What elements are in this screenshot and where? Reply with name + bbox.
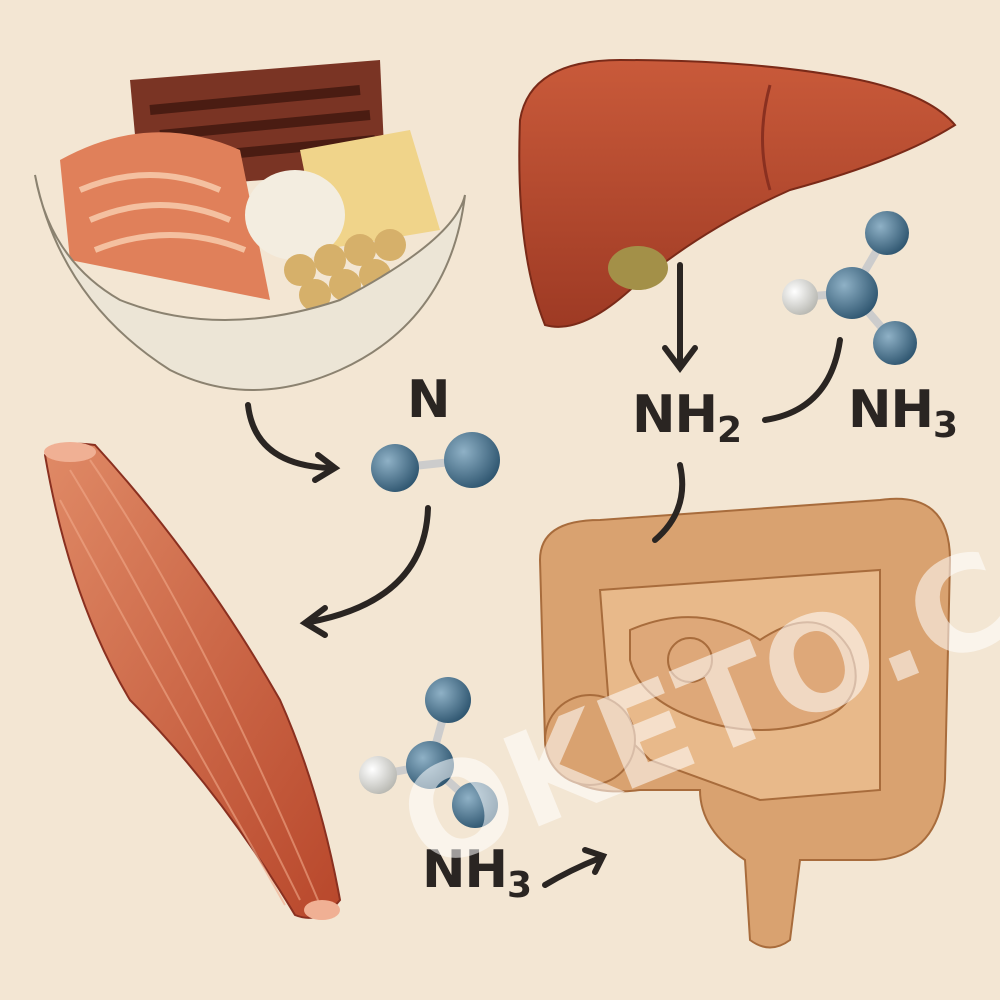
label-nitrogen: N — [407, 370, 451, 430]
arrow-nh3-to-intestine — [542, 855, 603, 888]
arrow-nh2-to-nh3 — [762, 337, 843, 423]
arrow-n-to-muscle — [307, 505, 431, 625]
label-nh3-bottom: NH3 — [422, 840, 532, 906]
line-nh2-to-intestine — [652, 462, 686, 543]
protein-food-bowl — [34, 60, 466, 391]
arrow-head — [662, 345, 698, 373]
muscle — [43, 442, 342, 920]
arrows — [245, 262, 843, 888]
molecule-nh3-bottom — [359, 677, 498, 828]
molecule-nh3-top — [782, 211, 917, 365]
arrow-food-to-n — [245, 402, 333, 471]
arrow-head — [312, 452, 341, 483]
label-nh2: NH2 — [632, 385, 742, 451]
intestines — [538, 497, 952, 949]
arrow-head — [299, 605, 328, 638]
label-nh3-top: NH3 — [848, 380, 958, 446]
molecule-n2 — [371, 432, 500, 492]
liver — [518, 58, 957, 328]
